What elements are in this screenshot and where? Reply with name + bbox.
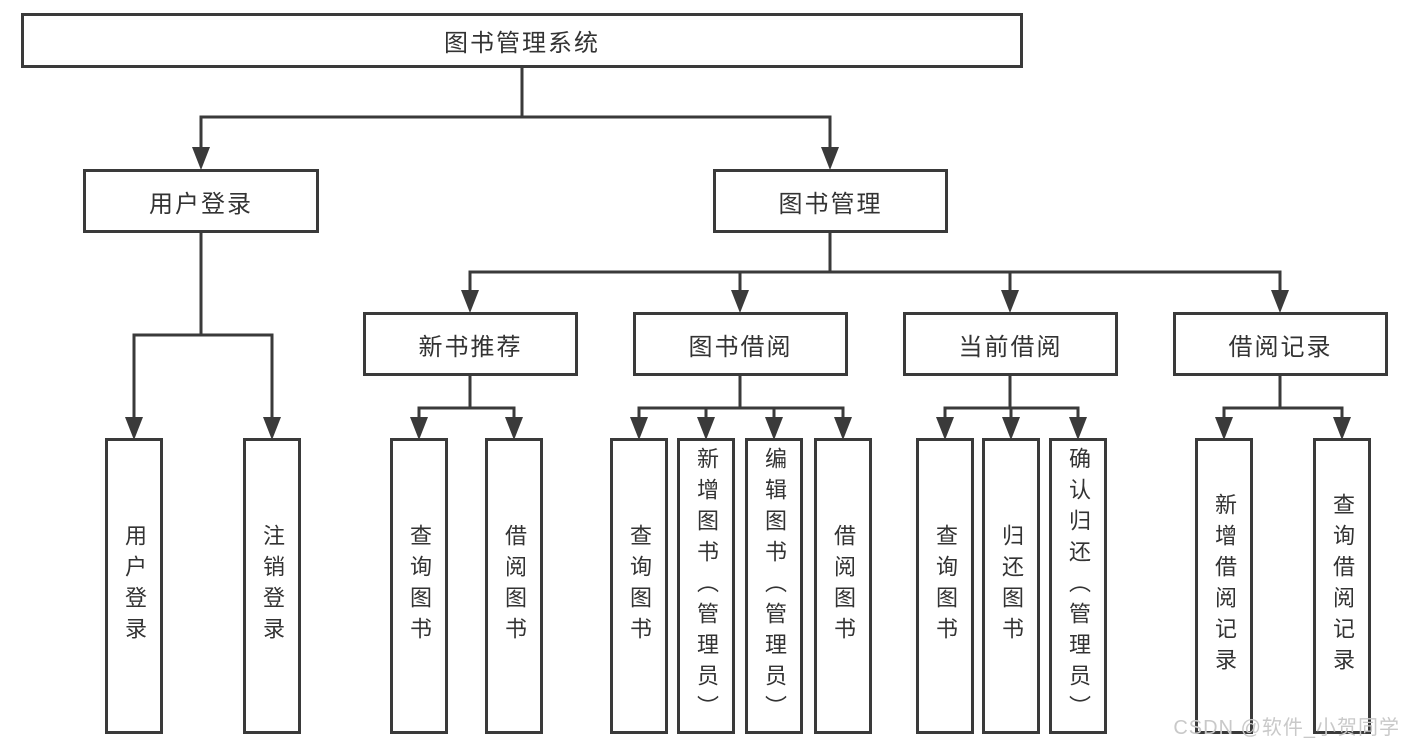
leaf-add-borrow-record: 新增借阅记录 (1195, 438, 1253, 734)
leaf-query-books-recommend: 查询图书 (390, 438, 448, 734)
node-borrow-records: 借阅记录 (1173, 312, 1388, 376)
leaf-user-login: 用户登录 (105, 438, 163, 734)
node-label: 图书借阅 (688, 333, 793, 361)
connector-arrowheads (125, 147, 1351, 440)
leaf-label: 用户登录 (122, 524, 147, 648)
leaf-label: 查询借阅记录 (1330, 493, 1355, 679)
leaf-label: 编辑图书（管理员） (762, 446, 787, 726)
leaf-query-books-current: 查询图书 (916, 438, 974, 734)
leaf-label: 注销登录 (260, 524, 285, 648)
node-book-management: 图书管理 (713, 169, 948, 233)
node-label: 用户登录 (149, 190, 253, 218)
leaf-edit-books-admin: 编辑图书（管理员） (745, 438, 803, 734)
csdn-watermark: CSDN @软件_小贺同学 (1173, 717, 1400, 739)
leaf-label: 归还图书 (999, 524, 1024, 648)
node-label: 图书管理系统 (444, 30, 600, 57)
leaf-label: 新增借阅记录 (1212, 493, 1237, 679)
node-label: 图书管理 (778, 190, 883, 218)
leaf-label: 借阅图书 (831, 524, 856, 648)
leaf-label: 新增图书（管理员） (694, 446, 719, 726)
leaf-label: 借阅图书 (502, 524, 527, 648)
node-book-borrow: 图书借阅 (633, 312, 848, 376)
node-current-borrow: 当前借阅 (903, 312, 1118, 376)
leaf-label: 查询图书 (933, 524, 958, 648)
leaf-add-books-admin: 新增图书（管理员） (677, 438, 735, 734)
leaf-logout: 注销登录 (243, 438, 301, 734)
leaf-return-books: 归还图书 (982, 438, 1040, 734)
node-label: 借阅记录 (1228, 333, 1333, 361)
leaf-query-books-borrow: 查询图书 (610, 438, 668, 734)
node-root-system: 图书管理系统 (21, 13, 1023, 68)
leaf-borrow-books-recommend: 借阅图书 (485, 438, 543, 734)
leaf-label: 查询图书 (407, 524, 432, 648)
node-new-book-recommend: 新书推荐 (363, 312, 578, 376)
node-label: 新书推荐 (418, 333, 523, 361)
node-label: 当前借阅 (958, 333, 1063, 361)
node-user-login: 用户登录 (83, 169, 319, 233)
leaf-label: 查询图书 (627, 524, 652, 648)
leaf-borrow-books: 借阅图书 (814, 438, 872, 734)
leaf-query-borrow-record: 查询借阅记录 (1313, 438, 1371, 734)
leaf-label: 确认归还（管理员） (1066, 446, 1091, 726)
leaf-confirm-return-admin: 确认归还（管理员） (1049, 438, 1107, 734)
